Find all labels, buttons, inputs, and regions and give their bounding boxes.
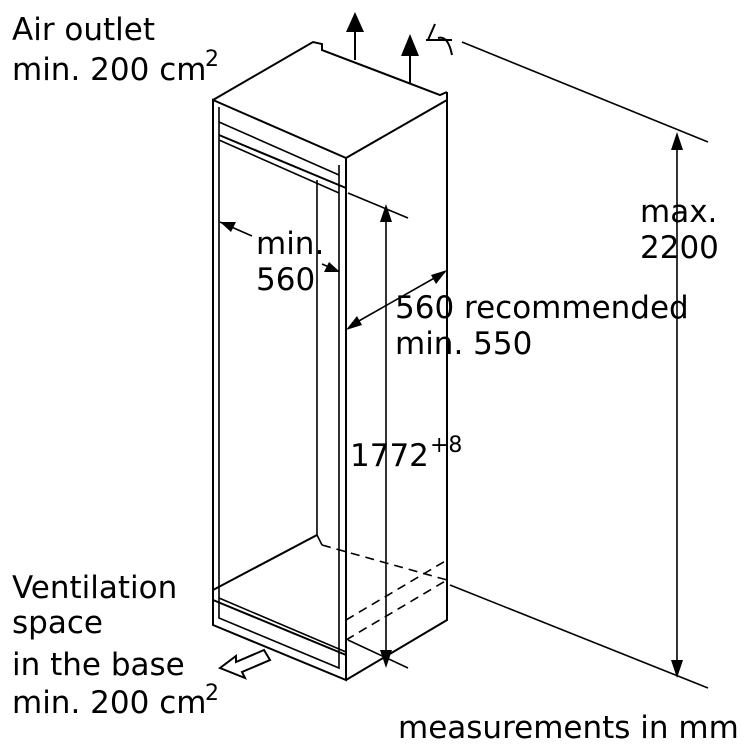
- air-outlet-sup: 2: [205, 47, 219, 72]
- label-width: min. 560: [256, 226, 324, 298]
- niche-height-value: 1772: [350, 438, 429, 474]
- depth-recommended: 560 recommended: [395, 290, 689, 326]
- label-ventilation: Ventilation space in the base min. 200 c…: [12, 570, 219, 721]
- label-niche-height: 1772 +8: [350, 433, 462, 474]
- air-outlet-arrows: [346, 12, 419, 84]
- dimension-niche-height: [347, 192, 409, 669]
- cabinet-outline: [212, 40, 448, 682]
- label-max-height: max. 2200: [640, 194, 719, 266]
- label-air-outlet: Air outlet min. 200 cm 2: [12, 12, 219, 88]
- units-footer: measurements in mm: [398, 710, 739, 746]
- dimension-marker-icon: [426, 23, 453, 56]
- label-depth: 560 recommended min. 550: [395, 290, 689, 362]
- width-min: min.: [256, 226, 324, 262]
- air-outlet-min: min. 200 cm: [12, 52, 206, 88]
- dimension-depth: [346, 270, 447, 330]
- max-height-label: max.: [640, 194, 717, 230]
- ventilation-arrow-icon: [217, 648, 272, 680]
- depth-min: min. 550: [395, 326, 532, 362]
- vent-sup: 2: [205, 681, 219, 706]
- dimension-max-height: [449, 41, 709, 689]
- vent-line-3: in the base: [12, 647, 185, 683]
- width-value: 560: [256, 262, 315, 298]
- air-outlet-title: Air outlet: [12, 12, 155, 48]
- dimension-width: [219, 221, 340, 272]
- vent-line-2: space: [12, 605, 103, 641]
- vent-line-1: Ventilation: [12, 570, 177, 606]
- vent-line-4: min. 200 cm: [12, 685, 206, 721]
- max-height-value: 2200: [640, 230, 719, 266]
- niche-height-tolerance: +8: [430, 433, 462, 458]
